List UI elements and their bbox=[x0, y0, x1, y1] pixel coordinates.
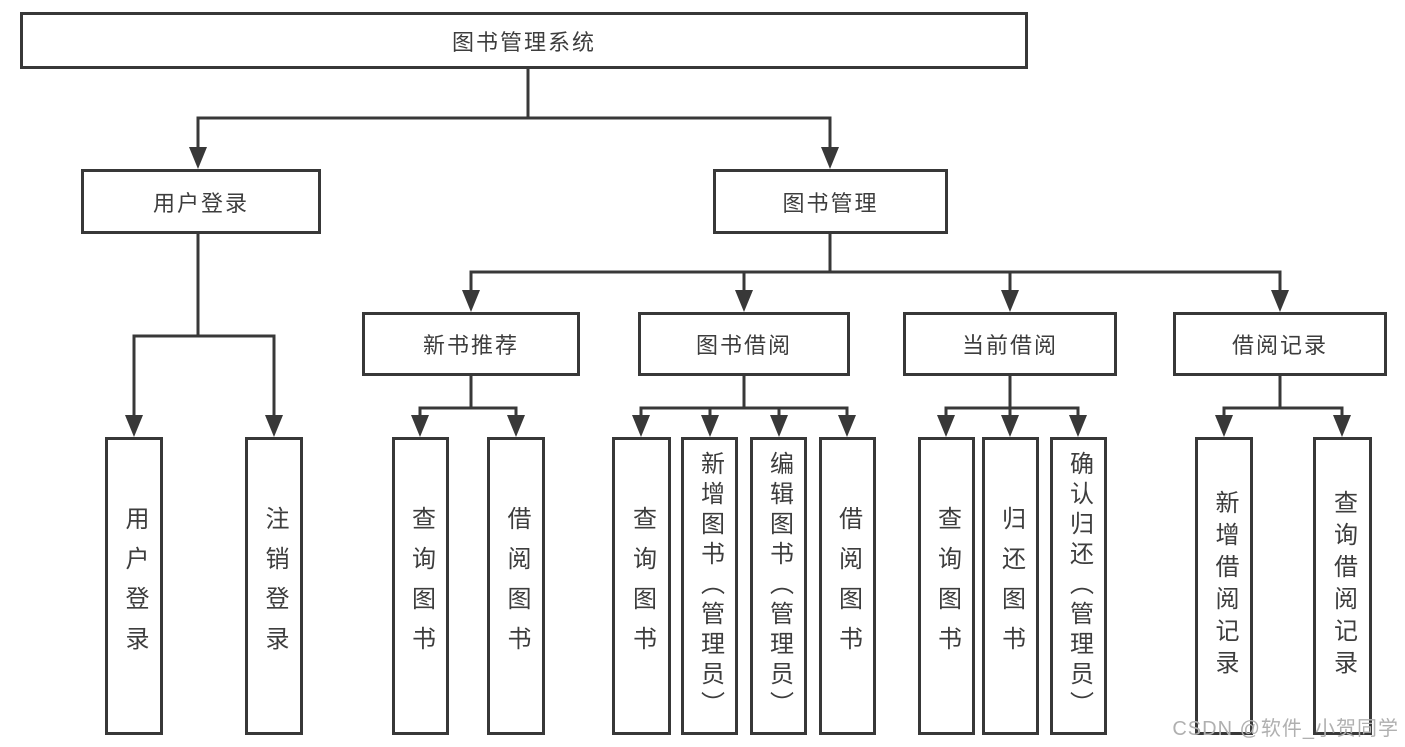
csdn-watermark: CSDN @软件_小贺同学 bbox=[1172, 718, 1399, 740]
arrowheads-level2 bbox=[189, 147, 839, 169]
node-borrow-records: 借阅记录 bbox=[1173, 312, 1387, 376]
connector-book-borrow-branch bbox=[639, 375, 849, 420]
leaf-logout: 注销登录 bbox=[245, 437, 303, 735]
connector-borrow-records-branch bbox=[1222, 375, 1344, 420]
leaf-borrow-books-borrow: 借阅图书 bbox=[819, 437, 876, 735]
connector-book-management-branch bbox=[469, 231, 1282, 295]
leaf-return-books: 归还图书 bbox=[982, 437, 1039, 735]
node-user-login-branch: 用户登录 bbox=[81, 169, 321, 234]
connector-current-borrow-branch bbox=[944, 375, 1080, 420]
leaf-confirm-return-admin: 确认归还（管理员） bbox=[1050, 437, 1107, 735]
node-book-management: 图书管理 bbox=[713, 169, 948, 234]
node-system-root: 图书管理系统 bbox=[20, 12, 1028, 69]
arrowheads-level3 bbox=[462, 290, 1289, 312]
connector-user-login-branch bbox=[132, 231, 276, 420]
node-book-borrow: 图书借阅 bbox=[638, 312, 850, 376]
node-current-borrow: 当前借阅 bbox=[903, 312, 1117, 376]
leaf-user-login: 用户登录 bbox=[105, 437, 163, 735]
leaf-add-borrow-record: 新增借阅记录 bbox=[1195, 437, 1253, 735]
node-new-book-recommend: 新书推荐 bbox=[362, 312, 580, 376]
leaf-query-books-borrow: 查询图书 bbox=[612, 437, 671, 735]
arrowheads-leaves bbox=[125, 415, 1351, 437]
leaf-edit-book-admin: 编辑图书（管理员） bbox=[750, 437, 807, 735]
leaf-borrow-books-recommend: 借阅图书 bbox=[487, 437, 545, 735]
leaf-add-book-admin: 新增图书（管理员） bbox=[681, 437, 738, 735]
leaf-query-books-recommend: 查询图书 bbox=[392, 437, 449, 735]
connector-new-book-branch bbox=[418, 375, 518, 420]
leaf-query-borrow-record: 查询借阅记录 bbox=[1313, 437, 1372, 735]
connector-root bbox=[196, 66, 832, 152]
leaf-query-books-current: 查询图书 bbox=[918, 437, 975, 735]
